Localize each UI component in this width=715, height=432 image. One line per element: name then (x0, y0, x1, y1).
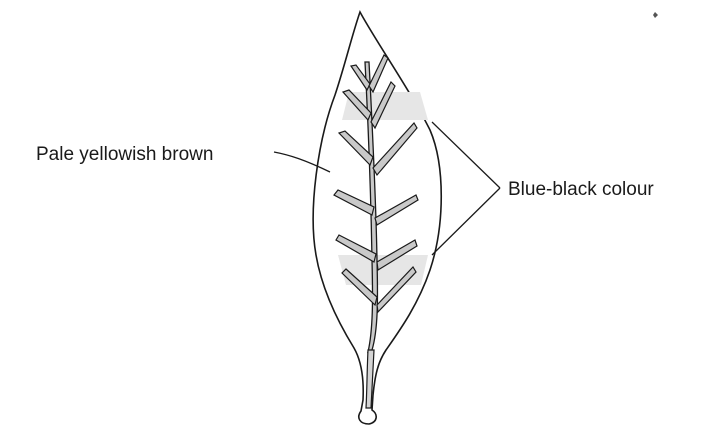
label-blue-black-colour: Blue-black colour (508, 180, 654, 199)
leader-line-right-upper (432, 122, 500, 188)
leader-line-right-lower (432, 188, 500, 255)
label-pale-yellowish-brown: Pale yellowish brown (36, 145, 213, 164)
stray-mark (653, 12, 658, 18)
